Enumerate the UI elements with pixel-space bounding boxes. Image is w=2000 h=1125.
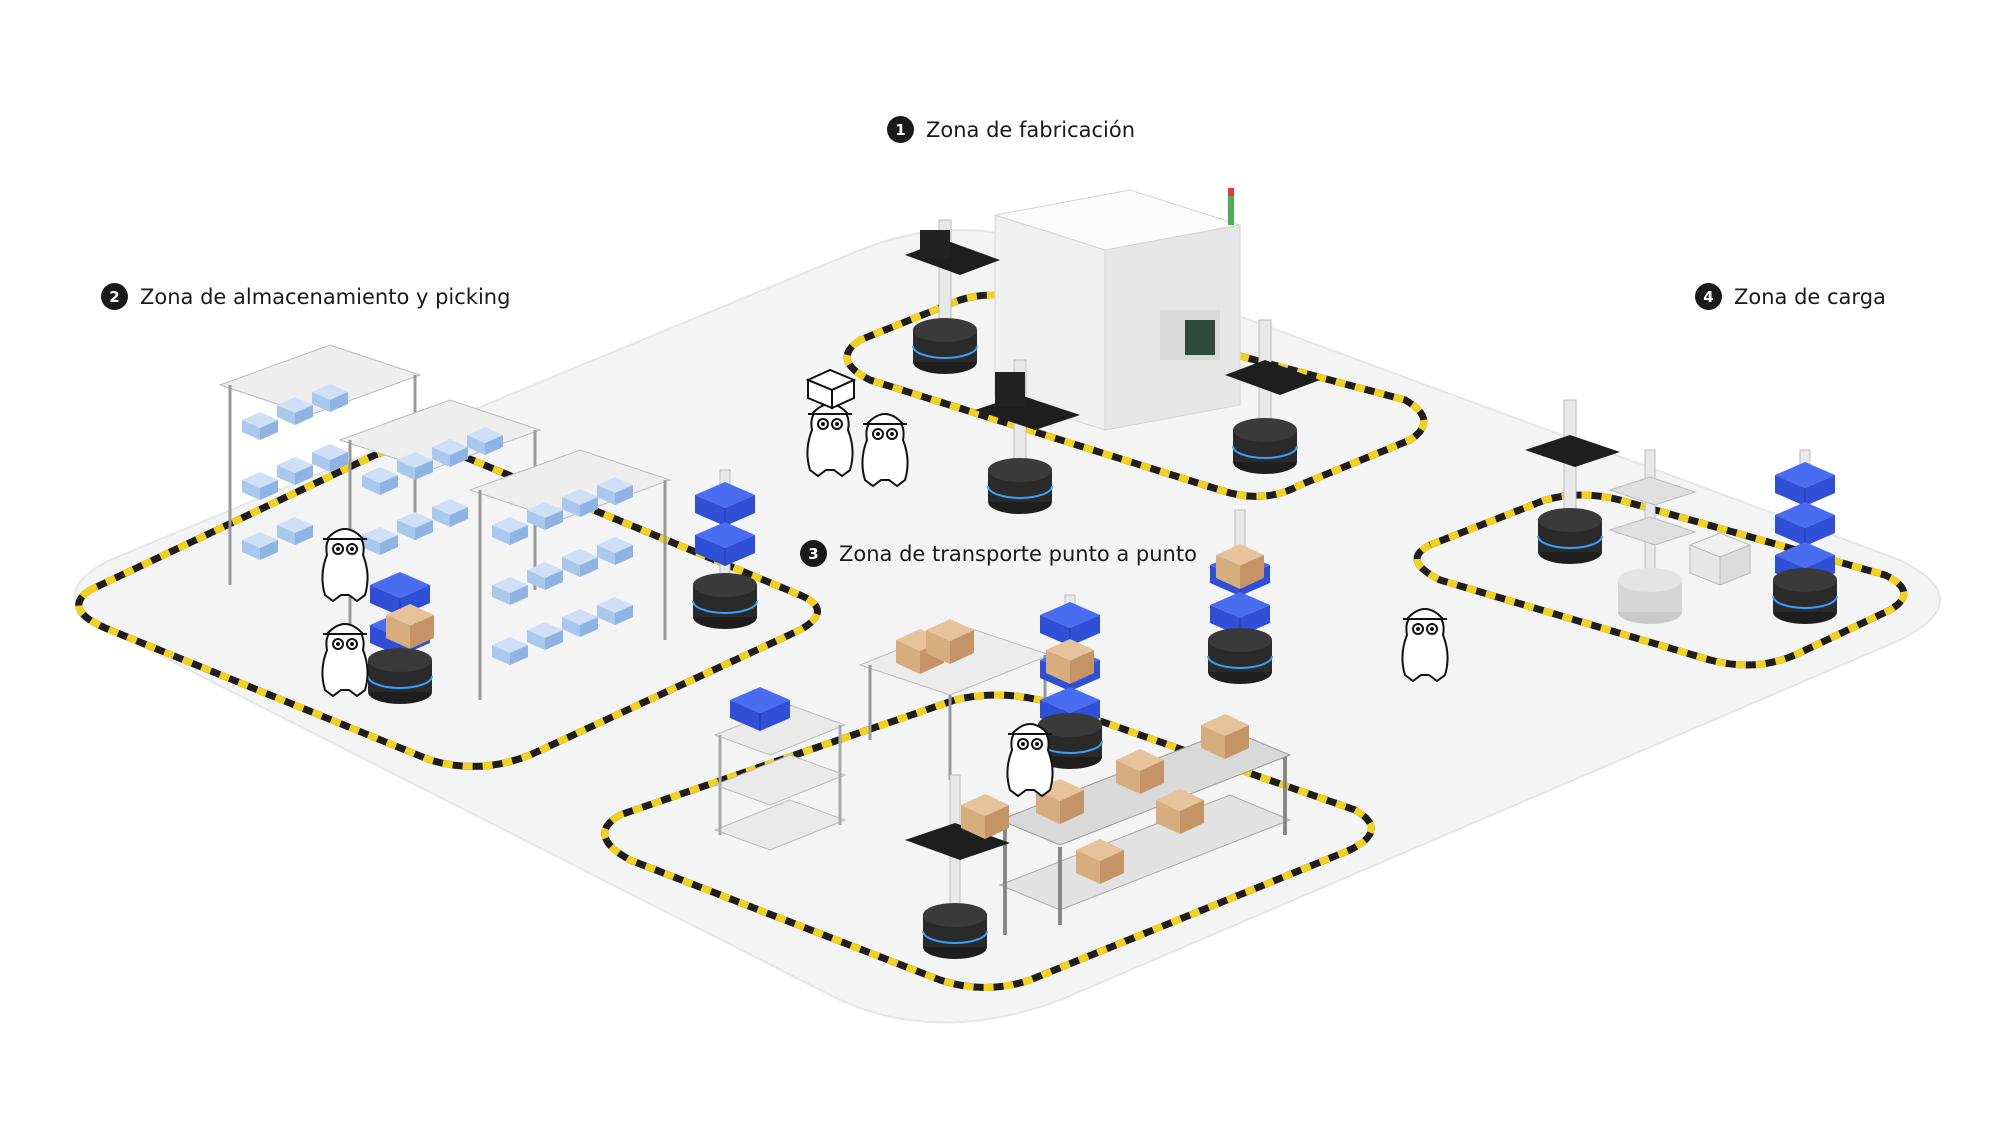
cart [713,686,847,851]
storage-shelf-1 [218,344,422,585]
conveyor [998,714,1292,935]
zone-number-icon: 4 [1695,283,1722,310]
mascot-carrying-box [805,368,857,477]
zone-label-text: Zona de transporte punto a punto [839,541,1197,566]
zone-label-manufacturing: 1 Zona de fabricación [887,116,1135,143]
zone-label-loading: 4 Zona de carga [1695,283,1886,310]
robot-loading-1 [1525,399,1620,565]
robot-loading-2 [1608,449,1697,624]
robot-transport-1 [1037,594,1103,770]
robot-manufacturing-3 [1225,319,1320,475]
mascot-center [1401,608,1449,682]
mascot-helmet [861,413,909,487]
zone-number-icon: 2 [101,283,128,310]
zone-label-text: Zona de carga [1734,284,1886,309]
storage-shelf-3 [468,449,672,700]
zone-number-icon: 3 [800,540,827,567]
robot-storage-1 [367,571,434,705]
mascot-picking-1 [321,528,369,602]
robot-manufacturing-1 [905,219,1000,375]
charging-station [1688,532,1752,586]
zone-label-transport: 3 Zona de transporte punto a punto [800,540,1197,567]
robot-storage-2 [692,469,758,630]
zone-label-text: Zona de fabricación [926,117,1136,142]
zone-number-icon: 1 [887,116,914,143]
robot-transport-3 [905,774,1010,960]
robot-transport-2 [1207,509,1273,685]
manufacturing-machine [994,188,1241,431]
zone-label-storage: 2 Zona de almacenamiento y picking [101,283,510,310]
robot-loading-3 [1772,449,1838,625]
mascot-picking-2 [321,623,369,697]
robot-manufacturing-2 [975,359,1080,515]
mascot-conveyor [1006,723,1054,797]
zone-label-text: Zona de almacenamiento y picking [140,284,511,309]
